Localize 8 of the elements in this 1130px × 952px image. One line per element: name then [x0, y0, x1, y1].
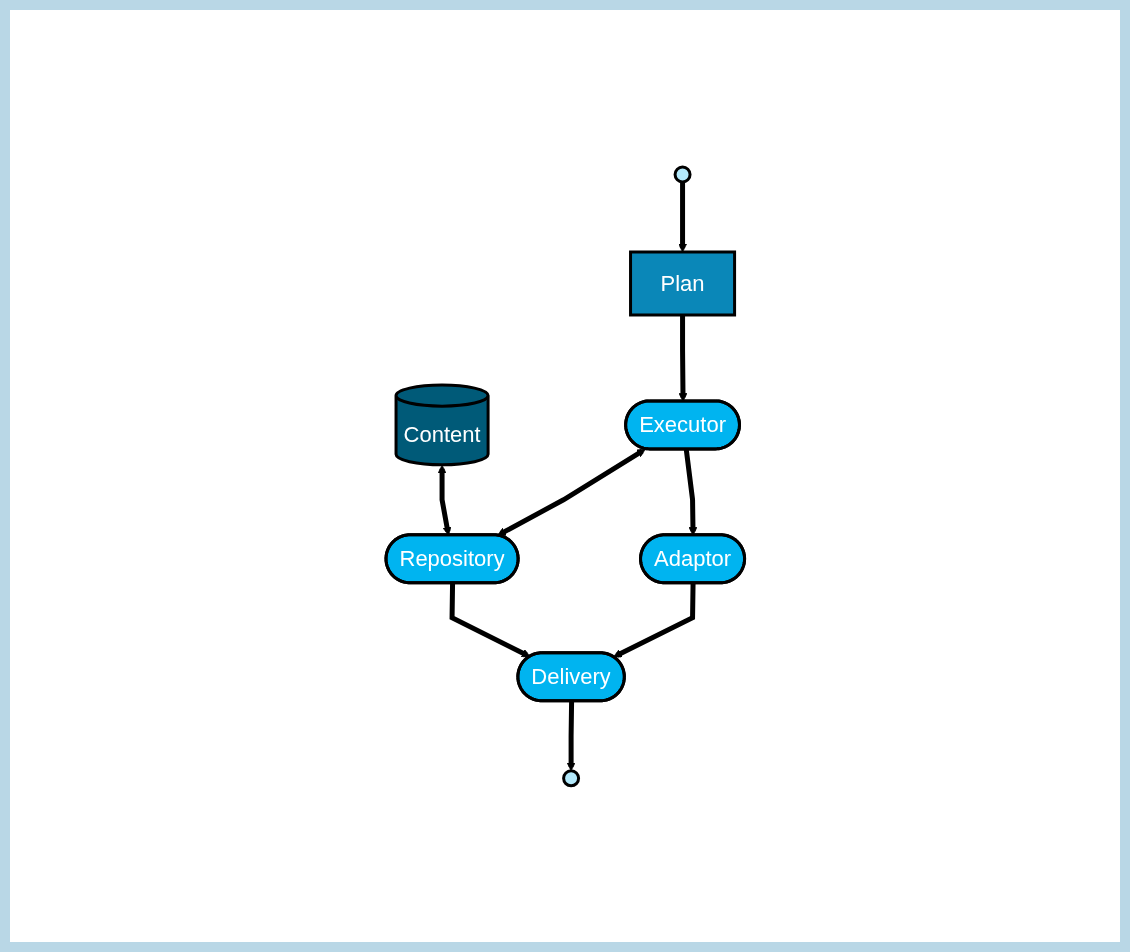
arrow: [677, 181, 687, 252]
node-circle: [673, 165, 692, 184]
node-circle: [561, 768, 580, 787]
arrow: [449, 582, 531, 657]
arrow: [612, 582, 696, 657]
node-box: Plan: [628, 250, 736, 317]
arrow: [496, 448, 646, 536]
arrow: [566, 700, 576, 771]
